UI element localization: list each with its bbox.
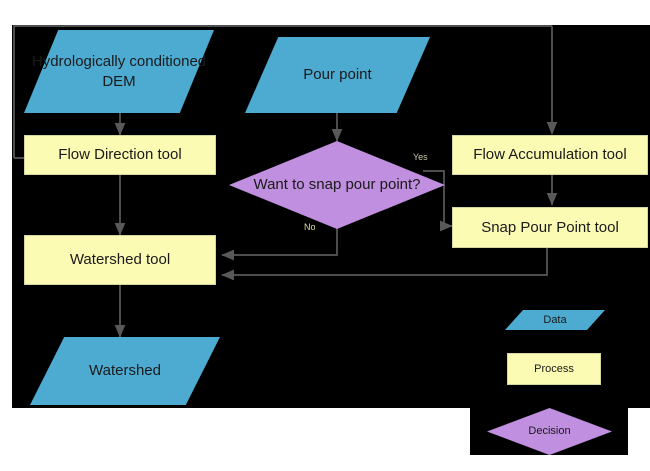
node-snap-pour-point-tool[interactable]: Snap Pour Point tool bbox=[452, 207, 648, 248]
node-label: Flow Accumulation tool bbox=[473, 146, 627, 164]
legend-item-process: Process bbox=[507, 353, 601, 385]
node-label: Want to snap pour point? bbox=[253, 176, 421, 194]
branch-label-no: No bbox=[304, 222, 316, 232]
legend-item-label: Decision bbox=[528, 425, 571, 438]
legend-item-label: Data bbox=[543, 313, 567, 326]
legend-item-data: Data bbox=[505, 310, 605, 330]
node-label: Snap Pour Point tool bbox=[481, 218, 619, 236]
edge-dem-top-routing bbox=[13, 25, 552, 158]
node-label: Pour point bbox=[303, 66, 372, 84]
node-pour-point[interactable]: Pour point bbox=[245, 37, 430, 113]
data-shape-fill bbox=[245, 37, 430, 113]
node-flow-accumulation-tool[interactable]: Flow Accumulation tool bbox=[452, 135, 648, 175]
node-watershed[interactable]: Watershed bbox=[30, 337, 220, 405]
legend-item-label: Process bbox=[534, 362, 574, 375]
edge-decision-yes-to-snap-pour-point bbox=[423, 170, 453, 232]
node-label: Watershed tool bbox=[69, 251, 171, 269]
data-shape-fill bbox=[30, 337, 220, 405]
node-label: Hydrologically conditioned DEM bbox=[31, 53, 207, 90]
legend-item-decision: Decision bbox=[487, 408, 612, 455]
node-label: Flow Direction tool bbox=[58, 146, 182, 164]
node-want-to-snap-pour-point-decision[interactable]: Want to snap pour point? bbox=[229, 141, 445, 229]
node-label: Watershed bbox=[89, 362, 161, 380]
data-shape-fill bbox=[505, 310, 605, 330]
edge-snap-pour-point-to-watershed-tool bbox=[221, 248, 548, 281]
node-flow-direction-tool[interactable]: Flow Direction tool bbox=[24, 135, 216, 175]
node-watershed-tool[interactable]: Watershed tool bbox=[24, 235, 216, 285]
data-shape-fill bbox=[24, 30, 214, 113]
branch-label-yes: Yes bbox=[413, 152, 428, 162]
node-hydrologically-conditioned-dem[interactable]: Hydrologically conditioned DEM bbox=[24, 30, 214, 113]
